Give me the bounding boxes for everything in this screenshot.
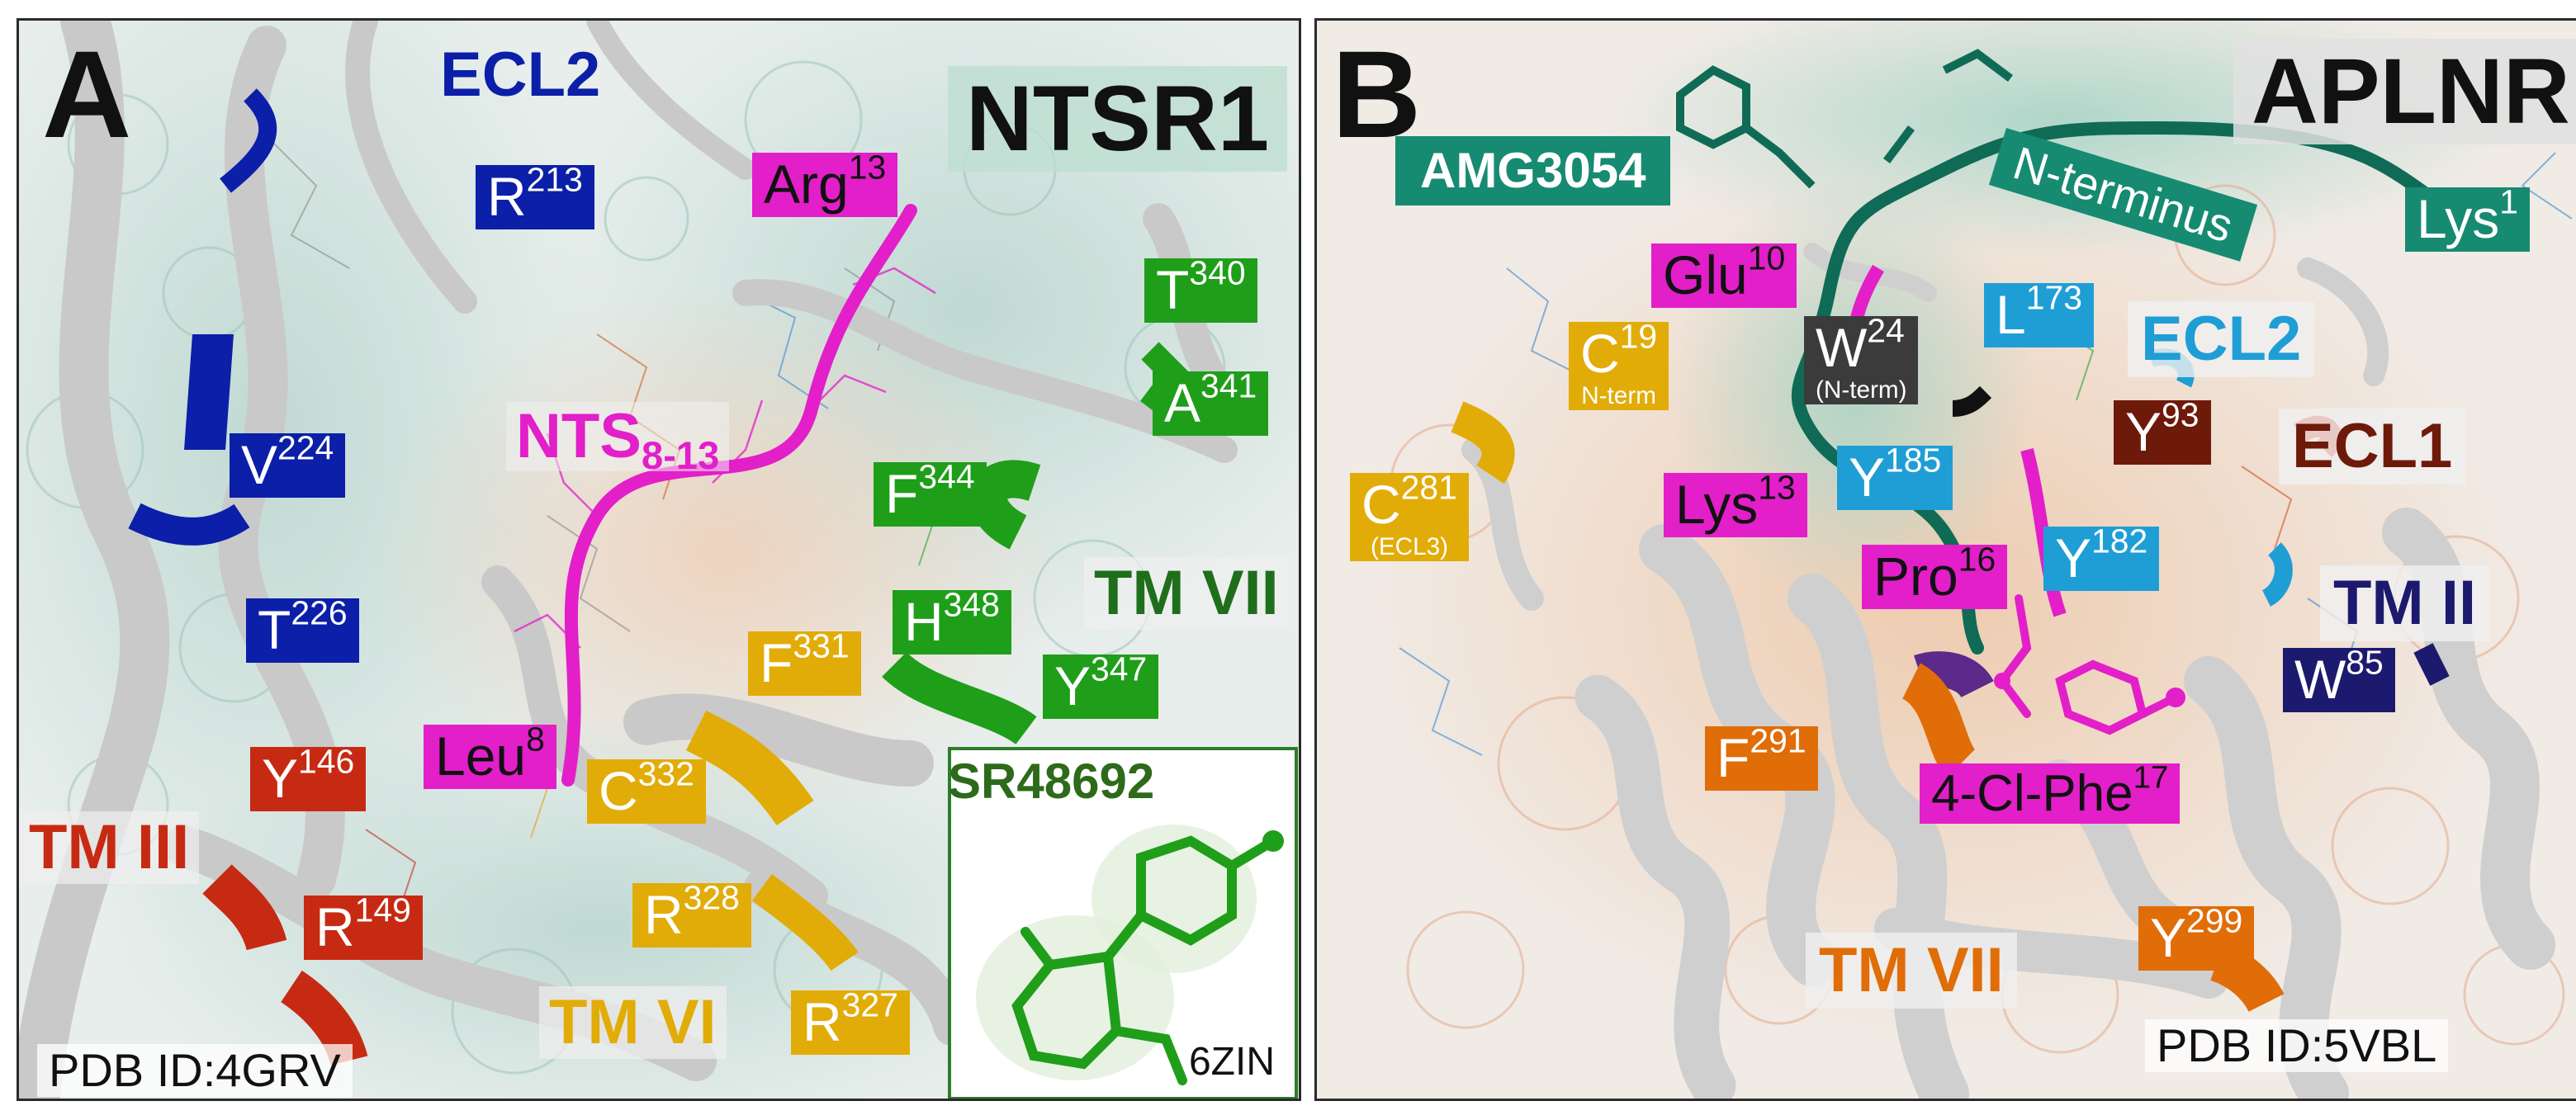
ecl2-label: ECL2 (2128, 301, 2315, 377)
residue-label-c332: C332 (587, 757, 706, 824)
ecl2-ribbon-segment (220, 88, 277, 193)
tm2-label: TM II (2320, 565, 2490, 641)
w85-ribbon-segment (2413, 643, 2450, 686)
residue-label-lys13: Lys13 (1664, 470, 1807, 537)
panel-letter: A (42, 25, 132, 163)
inset-pdb-code: 6ZIN (1188, 1040, 1275, 1084)
residue-label-r149: R149 (304, 893, 423, 960)
residue-label-w24: W24(N-term) (1804, 314, 1919, 405)
pdb-id-label: PDB ID:5VBL (2145, 1019, 2449, 1072)
c332-ribbon-segment (685, 710, 814, 826)
ecl1-label: ECL1 (2279, 409, 2466, 484)
residue-label-arg13: Arg13 (752, 150, 898, 217)
residue-label-r327: R327 (791, 988, 910, 1055)
ecl2-label: ECL2 (440, 40, 601, 110)
residue-label-y347: Y347 (1043, 652, 1159, 719)
pdb-id-label: PDB ID:4GRV (37, 1044, 353, 1097)
residue-label-h348: H348 (893, 588, 1011, 655)
c281-ribbon-segment (1451, 401, 1515, 484)
residue-label-4-cl-phe17: 4-Cl-Phe17 (1920, 762, 2181, 825)
peptide-side-chains (1676, 49, 2013, 189)
r328-ribbon-segment (751, 874, 859, 971)
residue-label-l173: L173 (1984, 281, 2094, 347)
nts-peptide-label: NTS8-13 (506, 402, 730, 475)
f291-ribbon-segment (1901, 663, 1977, 777)
tm7-label: TM VII (1806, 933, 2017, 1009)
w24-ribbon-segment (1952, 385, 1992, 417)
residue-label-glu10: Glu10 (1651, 241, 1797, 308)
receptor-title: NTSR1 (948, 66, 1288, 172)
y146-ribbon-segment (202, 864, 287, 952)
residue-label-y299: Y299 (2138, 904, 2255, 971)
residue-label-w85: W85 (2283, 645, 2395, 712)
residue-label-r328: R328 (632, 881, 751, 948)
residue-label-y146: Y146 (250, 744, 367, 811)
tm7-label: TM VII (1084, 557, 1289, 630)
residue-label-a341: A341 (1153, 369, 1269, 436)
residue-label-r213: R213 (476, 163, 594, 229)
residue-label-t340: T340 (1144, 256, 1257, 323)
ligand-inset: SR48692 6ZIN (948, 747, 1298, 1099)
receptor-title: APLNR (2233, 39, 2576, 144)
f344-ribbon-segment (968, 460, 1041, 550)
residue-label-f291: F291 (1705, 724, 1818, 791)
tm6-label: TM VI (539, 986, 727, 1059)
sr48692-ligand-render (976, 825, 1284, 1085)
residue-label-leu8: Leu8 (424, 722, 556, 789)
panel-letter: B (1332, 25, 1422, 163)
residue-label-c281: C281(ECL3) (1350, 470, 1469, 562)
inset-title: SR48692 (948, 754, 1155, 809)
amg3054-label: AMG3054 (1395, 136, 1671, 206)
residue-label-y182: Y182 (2043, 524, 2160, 591)
residue-label-pro16: Pro16 (1862, 542, 2008, 609)
t226-ribbon-segment (128, 503, 250, 546)
panel-b: B APLNR AMG3054 N-terminus Lys1 Glu10 C1… (1314, 18, 2576, 1101)
y182-ribbon-segment (2261, 542, 2293, 607)
nts-side-chains (514, 267, 936, 649)
residue-label-f344: F344 (874, 460, 987, 527)
panel-a: A NTSR1 ECL2 R213 Arg13 T340 A341 V224 N… (17, 18, 1301, 1101)
v224-ribbon-segment (184, 334, 234, 450)
residue-label-y185: Y185 (1837, 443, 1953, 510)
h348-ribbon-segment (882, 651, 1037, 745)
residue-label-y93: Y93 (2114, 398, 2211, 465)
tm3-label: TM III (19, 811, 200, 884)
residue-label-f331: F331 (748, 629, 861, 696)
residue-label-lys1: Lys1 (2405, 185, 2531, 252)
residue-label-v224: V224 (230, 431, 346, 498)
residue-label-t226: T226 (246, 596, 359, 663)
